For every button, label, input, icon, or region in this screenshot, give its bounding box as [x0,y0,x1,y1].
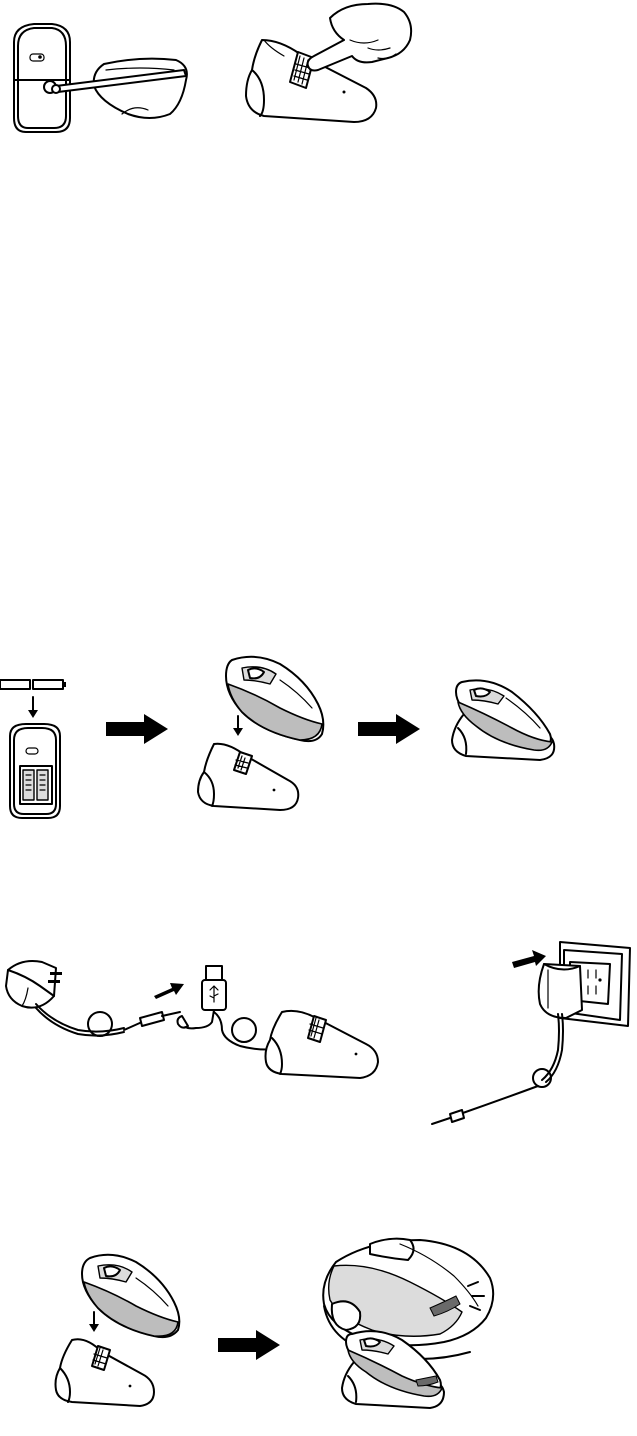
hand-tool-icon [52,59,187,118]
right-arrow-icon [106,714,168,744]
down-arrow-icon [233,716,243,736]
right-arrow-icon [512,950,546,968]
receiver-open-icon [10,724,60,818]
wall-adapter-icon [432,964,582,1124]
pointing-hand-icon [308,4,412,71]
figure-open-cover [14,24,187,132]
figure-charging [56,1239,494,1408]
right-arrow-icon [154,983,184,999]
figure-batteries-and-docking [0,657,554,818]
batteries-icon [0,680,66,689]
cradle-icon [266,1011,379,1078]
figure-power-connection [6,942,630,1124]
receiver-unit-icon [14,24,70,132]
cradle-icon [198,744,298,810]
mouse-docked-icon [452,680,554,760]
right-arrow-icon [358,714,420,744]
down-arrow-icon [28,697,38,718]
cradle-icon [56,1339,155,1406]
down-arrow-icon [89,1312,99,1332]
right-arrow-icon [218,1330,280,1360]
figure-press-button [246,4,411,122]
power-adapter-icon [6,961,180,1036]
